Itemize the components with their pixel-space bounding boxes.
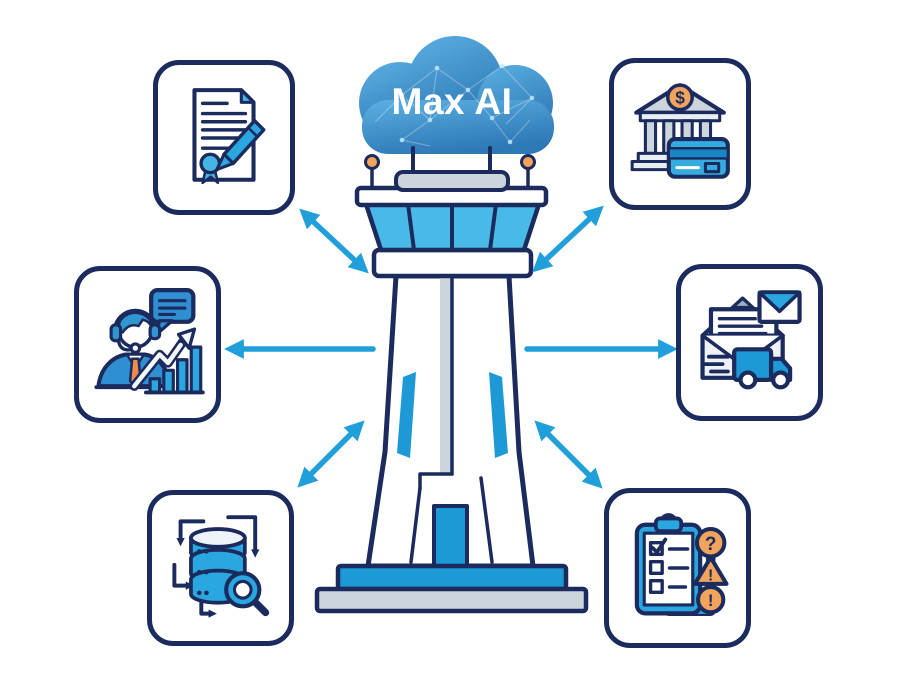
network-mesh-dots	[399, 63, 535, 145]
svg-text:?: ?	[704, 534, 716, 555]
document-pen-icon	[192, 87, 266, 184]
growth-chart-icon	[129, 326, 205, 394]
credit-card-icon	[666, 137, 730, 179]
node-contract-document	[153, 60, 295, 215]
node-mail-delivery	[676, 264, 823, 421]
warning-triangle-icon: !	[692, 555, 729, 586]
small-envelope-icon	[756, 289, 802, 324]
trend-arrowhead	[176, 326, 196, 350]
headset-ear-left	[109, 322, 122, 342]
mic-tip	[129, 341, 141, 354]
magnifier-icon	[223, 571, 269, 617]
tower-door	[432, 504, 469, 568]
clipboard-icon	[634, 513, 702, 616]
tower-balcony	[371, 247, 534, 279]
bank-credit-card-icon: $	[630, 83, 730, 179]
svg-text:!: !	[708, 568, 713, 585]
max-ai-cloud: Max AI	[359, 36, 554, 154]
wheel-front	[770, 369, 790, 389]
pen-icon	[215, 118, 266, 171]
arrow-database	[297, 420, 365, 488]
arrow-contract	[299, 208, 369, 274]
flap-peak	[731, 296, 753, 308]
node-banking-payments: $	[609, 58, 751, 210]
headset-ear-right	[148, 322, 161, 340]
alert-badge-icon: !	[695, 584, 725, 615]
question-badge-icon: ?	[694, 526, 726, 559]
headset-band	[113, 308, 157, 328]
svg-text:!: !	[707, 591, 713, 610]
delivery-truck-icon	[701, 346, 792, 389]
node-database-search	[147, 490, 294, 646]
checklist-rows	[648, 537, 689, 594]
speed-lines	[701, 354, 730, 373]
control-tower	[314, 146, 589, 614]
arrow-checklist	[534, 420, 603, 489]
wheel-rear	[737, 369, 757, 389]
tower-roof	[394, 170, 510, 192]
arrow-bank	[532, 205, 604, 273]
tower-base-upper	[335, 563, 569, 592]
support-agent-chart-icon	[93, 287, 205, 394]
envelope-truck-icon	[699, 289, 802, 389]
coin-icon: $	[666, 83, 694, 112]
flow-arrows	[171, 515, 259, 618]
tower-stripe-left	[397, 372, 416, 458]
node-customer-support	[74, 266, 221, 423]
clipboard-warning-icon: ? ! !	[634, 513, 729, 616]
bank-architrave	[638, 111, 722, 123]
hub-label: Max AI	[392, 81, 513, 122]
tower-base-lower	[314, 586, 589, 614]
connection-arrows	[224, 205, 678, 489]
node-checklist-alerts: ? ! !	[604, 488, 751, 648]
tower-center-column	[440, 278, 452, 474]
dollar-symbol: $	[675, 87, 685, 107]
database-magnifier-icon	[171, 515, 269, 618]
tower-stripe-right	[489, 372, 508, 458]
folded-corner	[239, 88, 256, 104]
